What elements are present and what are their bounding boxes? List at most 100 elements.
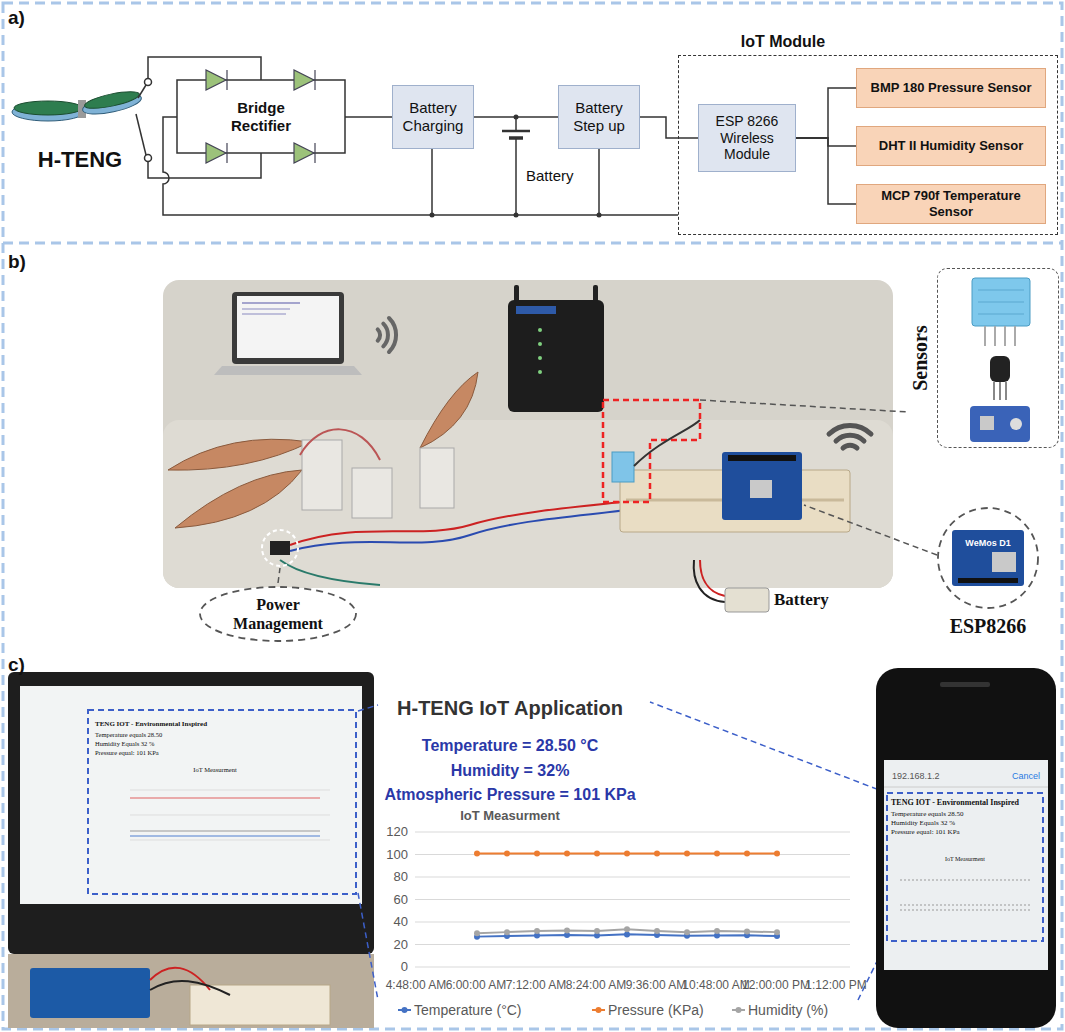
board-photo [952, 530, 1024, 586]
board-photo [952, 530, 1024, 586]
monitor-photo [30, 968, 150, 1018]
breadboard [728, 455, 796, 461]
copper-leaf [175, 470, 302, 528]
axis-tick: 120 [386, 824, 408, 840]
axis-tick: 8:24:00 AM [566, 978, 627, 992]
diode-symbol [226, 143, 227, 163]
leader-line [278, 400, 937, 583]
phone-photo [876, 668, 1056, 1028]
leader-line [700, 400, 908, 412]
series-marker [654, 850, 660, 856]
photo-setup [163, 280, 893, 588]
dht-sensor-photo [612, 452, 634, 482]
data-series [474, 926, 780, 936]
h-teng-icon [14, 101, 82, 115]
h-teng-icon [12, 88, 143, 121]
app-title: H-TENG IoT Application [397, 696, 623, 720]
router [508, 300, 604, 412]
power-callout: Power Management [198, 585, 358, 643]
battery-symbol [502, 130, 530, 133]
copper-leaf [168, 439, 310, 470]
axis-tick: 0 [401, 959, 408, 975]
axis-tick: 4:48:00 AM [386, 978, 447, 992]
connector [262, 530, 298, 566]
circuit-wire [138, 85, 146, 98]
wire-connector [796, 138, 856, 204]
router [516, 306, 556, 314]
diode-symbol [314, 70, 315, 90]
grid-line [415, 922, 850, 923]
battery-symbol [502, 131, 530, 138]
circuit-wire [515, 138, 517, 215]
node-text: Battery Step up [563, 99, 635, 135]
wifi-symbol [829, 425, 871, 434]
cable [280, 429, 640, 585]
grid-line [415, 832, 850, 833]
wifi-symbol [383, 324, 388, 347]
sensor-icon [978, 302, 1024, 303]
sensor-icon [990, 356, 1010, 382]
circuit-wire [177, 80, 345, 153]
node-text: MCP 790f Temperature Sensor [861, 188, 1041, 219]
wifi-symbol [843, 445, 857, 448]
legend-text: Humidity (%) [748, 1002, 828, 1019]
callout-ellipse [200, 587, 356, 641]
phone-photo [884, 760, 1048, 970]
axis-tick: 20 [394, 937, 408, 953]
sensor-icon [984, 326, 986, 346]
axis-tick: 6:00:00 AM [446, 978, 507, 992]
sensor-icon [970, 278, 1030, 442]
sensor-icon [1014, 326, 1016, 346]
screen-text: TENG IOT - Environmental Inspired [95, 720, 207, 728]
wire-connector [474, 116, 558, 118]
process-box: Battery Charging [392, 85, 474, 149]
axis-tick: 80 [394, 869, 408, 885]
legend-text: Temperature (°C) [414, 1002, 522, 1019]
laptop [242, 309, 290, 310]
node-text: BMP 180 Pressure Sensor [871, 80, 1032, 96]
series-marker [714, 928, 720, 934]
legend-sample [592, 1007, 605, 1013]
laptop [242, 302, 300, 304]
monitor-photo [130, 797, 320, 798]
laptop [232, 292, 344, 364]
node-text: Power Management [223, 595, 333, 633]
cable [280, 560, 380, 585]
panel-letter: a) [8, 7, 25, 30]
component-label: Battery [526, 167, 574, 185]
axis-tick: 7:12:00 AM [506, 978, 567, 992]
grid-line [415, 967, 850, 968]
node-text: DHT II Humidity Sensor [879, 138, 1023, 154]
axis-tick: 10:48:00 AM [682, 978, 749, 992]
axis-tick: 12:00:00 PM [742, 978, 810, 992]
phone-photo [900, 880, 1030, 881]
series-marker [744, 929, 750, 935]
dht-sensor-photo [634, 420, 700, 466]
laptop [242, 314, 286, 315]
wifi-symbol [829, 425, 871, 448]
series-marker [564, 927, 570, 933]
terminal [145, 155, 152, 162]
sensor-region [603, 400, 700, 502]
battery-photo [694, 560, 769, 612]
sensor-icon [993, 382, 995, 400]
cable [290, 500, 640, 545]
board-callout: ESP8266 [936, 506, 1040, 646]
legend-sample [398, 1007, 411, 1013]
series-marker [534, 850, 540, 856]
diode-symbol [206, 70, 315, 163]
sensor-region [603, 400, 700, 502]
legend-sample [732, 1007, 745, 1013]
laptop [214, 366, 362, 375]
breadboard [722, 452, 802, 520]
screen-text: Temperature equals 28.50 [95, 731, 162, 739]
panel-letter: b) [8, 251, 26, 274]
diode-symbol [294, 143, 314, 163]
monitor-photo [130, 815, 330, 816]
circuit-wire [431, 149, 433, 215]
reading-text: Atmospheric Pressure = 101 KPa [384, 785, 635, 804]
terminal [145, 79, 152, 162]
sensor-icon [994, 326, 996, 346]
